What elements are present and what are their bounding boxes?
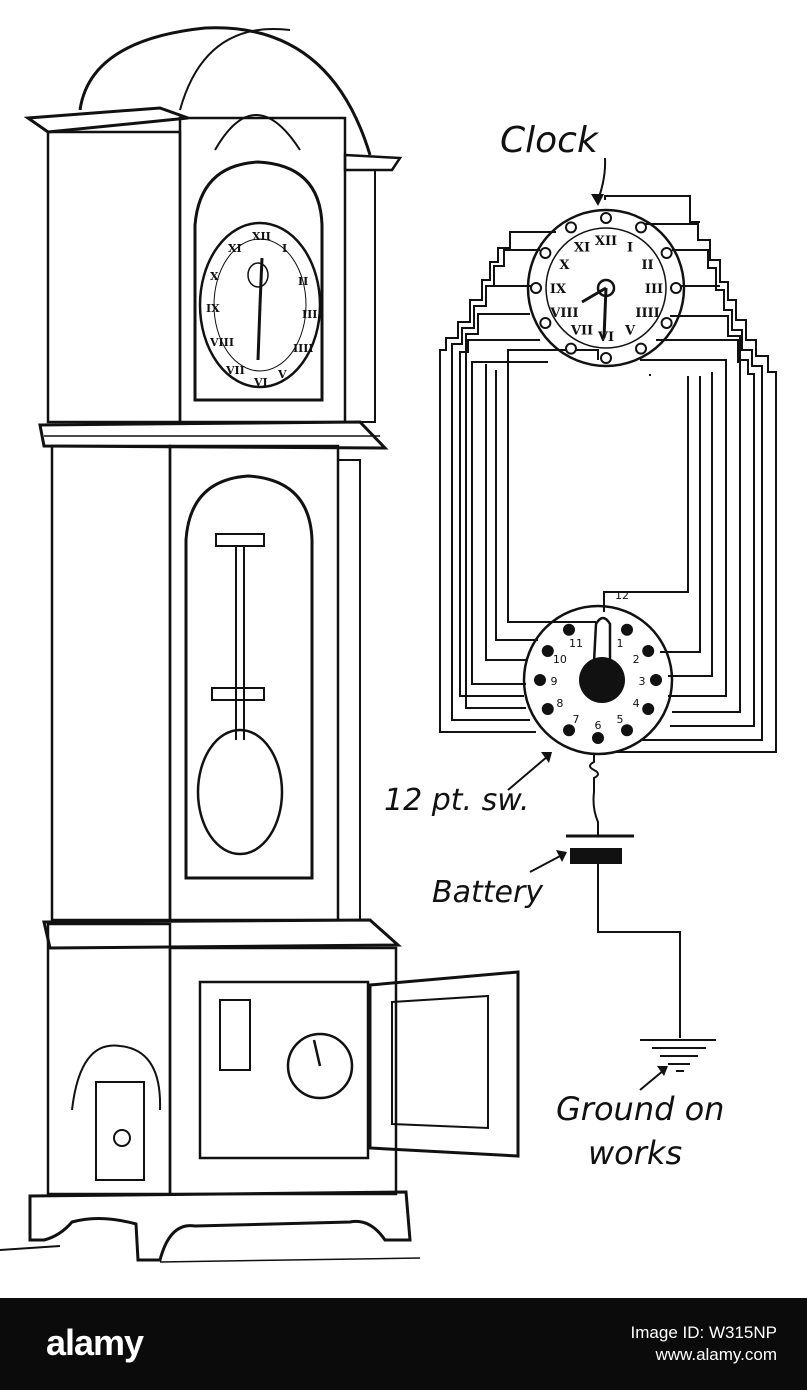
watermark-meta: Image ID: W315NP www.alamy.com — [631, 1322, 777, 1366]
clock-numeral: II — [641, 258, 653, 273]
switch-contact — [621, 623, 633, 636]
pendulum-bob — [196, 728, 284, 856]
svg-text:VII: VII — [225, 364, 245, 377]
switch-number: 3 — [639, 675, 646, 688]
switch-number: 4 — [633, 697, 640, 710]
ground-label-line1: Ground on — [556, 1090, 724, 1128]
connecting-spring — [589, 754, 599, 836]
svg-text:III: III — [302, 308, 317, 321]
svg-text:IIII: IIII — [293, 342, 314, 355]
clock-numeral: X — [559, 258, 570, 273]
switch-number: 8 — [556, 697, 563, 710]
clock-numeral: VI — [597, 330, 614, 345]
switch-contact — [642, 645, 655, 657]
ground-symbol — [640, 1039, 716, 1072]
clock-terminal — [670, 282, 682, 294]
switch-hub — [579, 657, 625, 703]
image-id-text: Image ID: W315NP — [630, 1323, 777, 1342]
clock-numeral: VII — [570, 324, 593, 339]
svg-text:X: X — [210, 270, 219, 283]
switch-label: 12 pt. sw. — [384, 783, 529, 818]
svg-text:V: V — [277, 368, 287, 381]
svg-text:I: I — [282, 242, 287, 255]
svg-text:II: II — [298, 275, 308, 288]
switch-number: 7 — [573, 713, 580, 726]
svg-text:IX: IX — [206, 302, 220, 315]
clock-numeral: IIII — [635, 306, 659, 321]
switch-number: 9 — [551, 675, 558, 688]
alamy-logo: alamy — [46, 1322, 144, 1363]
battery-label: Battery — [432, 875, 544, 910]
switch-number: 1 — [617, 637, 624, 650]
clock-label: Clock — [500, 120, 600, 161]
svg-text:XII: XII — [252, 230, 271, 243]
wire-bundle — [439, 195, 777, 753]
clock-numeral: XII — [595, 234, 617, 249]
watermark-bar: alamy Image ID: W315NP www.alamy.com — [0, 1298, 807, 1390]
switch-number: 5 — [617, 713, 624, 726]
clock-numeral: XI — [574, 240, 590, 255]
switch-contact — [563, 623, 575, 636]
switch-contact — [642, 703, 655, 715]
clock-numeral: IX — [550, 282, 567, 297]
ground-label-line2: works — [588, 1134, 682, 1172]
switch-contact — [650, 674, 662, 686]
switch-contact — [563, 724, 575, 737]
switch-contact — [541, 703, 554, 715]
clock-terminal — [539, 317, 552, 329]
clock-terminal — [660, 247, 673, 259]
battery-cell — [570, 848, 622, 864]
clock-terminal — [635, 342, 647, 355]
clock-numeral: V — [624, 324, 636, 339]
clock-terminal — [635, 221, 647, 234]
switch-number: 2 — [633, 653, 640, 666]
clock-numeral: III — [645, 282, 663, 297]
switch-dial-inside-case — [286, 1032, 354, 1100]
switch-number: 11 — [569, 637, 583, 650]
switch-arm — [592, 616, 612, 664]
clock-terminal — [530, 282, 542, 294]
clock-terminal — [600, 352, 612, 364]
clock-terminal — [539, 247, 552, 259]
switch-contact — [592, 732, 604, 744]
tall-clock-dial — [198, 221, 322, 389]
svg-text:VI: VI — [253, 376, 268, 389]
svg-text:VIII: VIII — [209, 336, 234, 349]
clock-numeral: I — [627, 240, 633, 255]
switch-contact — [621, 724, 633, 737]
clock-terminal — [660, 317, 673, 329]
clock-terminal — [565, 342, 577, 355]
clock-numeral: VIII — [549, 306, 578, 321]
switch-number: 6 — [595, 719, 602, 732]
switch-number: 12 — [615, 589, 629, 602]
svg-text:XI: XI — [228, 242, 242, 255]
site-url-text: www.alamy.com — [655, 1345, 777, 1364]
clock-terminal — [600, 212, 612, 224]
clock-terminal — [565, 221, 577, 234]
switch-contact — [534, 674, 546, 686]
switch-contact — [541, 645, 554, 657]
switch-number: 10 — [553, 653, 567, 666]
